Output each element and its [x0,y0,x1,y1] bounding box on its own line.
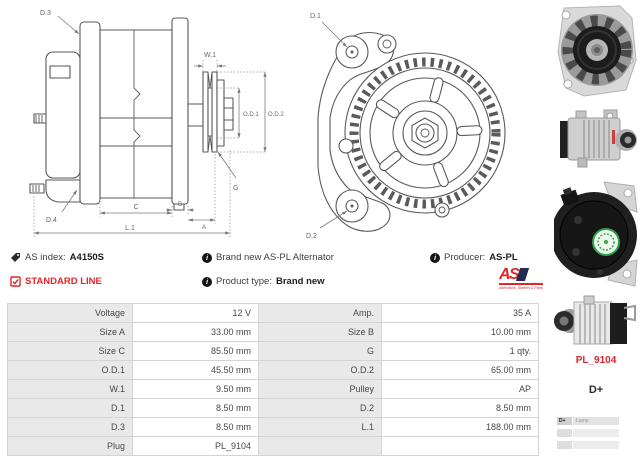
dim-od1: O.D.1 [243,112,259,118]
alternator-front-view-drawing: D.1 D.2 [306,13,506,240]
spec-label: Pulley [259,380,382,399]
pinout-row [557,441,621,449]
product-type-label: Product type: [216,276,272,287]
front-view-spokes [375,77,483,188]
dim-w1: W.1 [204,52,216,59]
spec-label: L.1 [259,418,382,437]
standard-line-item: STANDARD LINE [10,276,102,287]
producer-item: i Producer: AS-PL [430,252,518,263]
alternator-side-view-drawing: D.3 W.1 O.D.1 O.D.2 G D.4 C B A L.1 [29,10,284,237]
side-view-dimensions: D.3 W.1 O.D.1 O.D.2 G D.4 C B A L.1 [33,10,284,237]
spec-value: 85.50 mm [133,342,259,361]
product-photo-front [557,5,637,97]
pinout-pin [557,429,572,437]
pinout-pin: D+ [557,417,572,425]
spec-value: PL_9104 [133,437,259,456]
as-index-item: AS index: A4150S [10,252,104,263]
spec-value: 33.00 mm [133,323,259,342]
spec-value: 9.50 mm [133,380,259,399]
spec-value: 1 qty. [382,342,539,361]
spec-label: W.1 [8,380,133,399]
spec-table: Voltage 12 V Amp. 35 A Size A 33.00 mm S… [7,303,539,456]
side-view-body [29,17,234,211]
pinout-row [557,429,621,437]
dim-od2: O.D.2 [268,112,284,118]
spec-label: Size B [259,323,382,342]
pinout-function [573,441,619,449]
spec-label: Voltage [8,304,133,323]
producer-value: AS-PL [489,252,518,263]
pinout-pin [557,441,572,449]
dim-d4: D.4 [46,217,57,224]
checkbox-checked-icon [10,276,21,287]
spec-value: 188.00 mm [382,418,539,437]
as-index-label: AS index: [25,252,66,263]
spec-value: 45.50 mm [133,361,259,380]
plug-code: PL_9104 [575,355,617,366]
product-photo-side [560,109,637,168]
spec-label: Plug [8,437,133,456]
spec-value [382,437,539,456]
spec-label: D.3 [8,418,133,437]
front-view-dimensions: D.1 D.2 [306,13,348,240]
product-type-item: i Product type: Brand new [202,276,325,287]
brand-new-text: Brand new AS-PL Alternator [216,252,334,263]
spec-label: Size A [8,323,133,342]
terminal-designation: D+ [588,384,604,396]
as-pl-logo-rule [499,283,543,285]
as-pl-logo-text: AS [499,265,520,283]
info-icon: i [202,252,212,263]
spec-value: 65.00 mm [382,361,539,380]
spec-value: 10.00 mm [382,323,539,342]
dim-d3: D.3 [40,10,51,17]
standard-line-label: STANDARD LINE [25,276,102,287]
spec-value: AP [382,380,539,399]
spec-label: Size C [8,342,133,361]
product-photo-rear [554,181,638,287]
pinout-function [573,429,619,437]
dim-b: B [178,202,182,208]
as-pl-logo: AS Alternators, Starters & Parts [499,266,547,290]
spec-value: 8.50 mm [133,418,259,437]
as-pl-logo-tagline: Alternators, Starters & Parts [499,285,543,290]
product-photo-column: PL_9104 D+ D+ Lamp [552,0,640,463]
spec-label: O.D.1 [8,361,133,380]
spec-label: D.1 [8,399,133,418]
product-photo-side-2 [554,295,636,345]
spec-value: 8.50 mm [133,399,259,418]
spec-label: D.2 [259,399,382,418]
pinout-table: D+ Lamp [557,417,621,453]
info-icon: i [430,252,440,263]
dim-a: A [202,225,206,231]
pinout-function: Lamp [573,417,619,425]
dim-c: C [133,204,138,211]
dim-g: G [233,185,238,192]
spec-value: 8.50 mm [382,399,539,418]
info-icon: i [202,276,212,287]
spec-label: Amp. [259,304,382,323]
dim-d2: D.2 [306,233,317,240]
front-view-body [317,31,506,232]
tag-icon [11,253,20,262]
dim-l1: L.1 [125,225,135,232]
spec-label: O.D.2 [259,361,382,380]
as-index-value: A4150S [69,252,105,263]
brand-new-item: i Brand new AS-PL Alternator [202,252,334,263]
product-type-value: Brand new [275,276,325,287]
spec-label [259,437,382,456]
spec-value: 35 A [382,304,539,323]
dim-d1: D.1 [310,13,321,20]
pinout-row: D+ Lamp [557,417,621,425]
spec-label: G [259,342,382,361]
spec-value: 12 V [133,304,259,323]
producer-label: Producer: [444,252,486,263]
